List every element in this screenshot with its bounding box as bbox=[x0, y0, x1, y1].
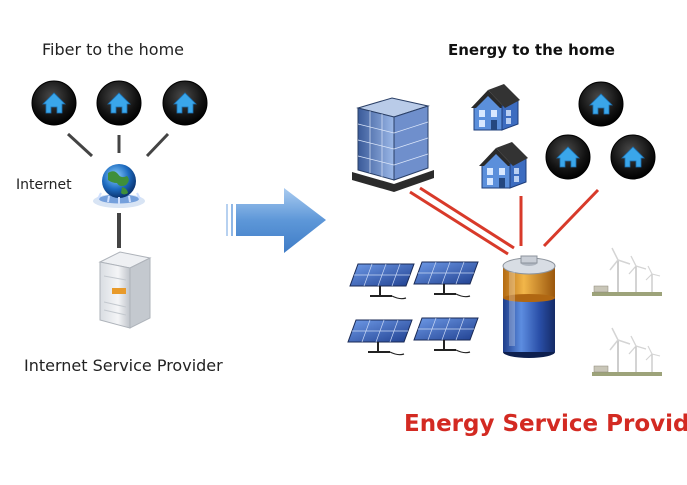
solar-panel-icon bbox=[349, 263, 415, 300]
home-icon bbox=[610, 134, 656, 180]
fiber-links bbox=[66, 132, 170, 158]
house-icon bbox=[478, 141, 529, 189]
house-icon bbox=[470, 83, 521, 131]
esp-label: Energy Service Provider bbox=[404, 411, 687, 437]
home-icon bbox=[162, 80, 208, 126]
internet-label: Internet bbox=[16, 177, 72, 193]
battery-icon bbox=[502, 255, 556, 358]
home-icon bbox=[96, 80, 142, 126]
energy-links bbox=[409, 186, 600, 256]
transition-arrow bbox=[226, 188, 326, 253]
energy-title: Energy to the home bbox=[448, 41, 615, 59]
isp-label: Internet Service Provider bbox=[24, 356, 223, 375]
fiber-homes bbox=[31, 80, 208, 126]
wind-turbine-icon bbox=[591, 247, 663, 297]
server-icon bbox=[98, 251, 152, 329]
solar-panel-icon bbox=[413, 261, 479, 298]
home-icon bbox=[545, 134, 591, 180]
wind-turbine-icon bbox=[591, 327, 663, 377]
home-icon bbox=[31, 80, 77, 126]
home-icon bbox=[578, 81, 624, 127]
fiber-title: Fiber to the home bbox=[42, 40, 184, 59]
office-building-icon bbox=[352, 97, 434, 192]
solar-panel-icon bbox=[413, 317, 479, 354]
solar-panel-icon bbox=[347, 319, 413, 356]
globe-icon bbox=[93, 164, 145, 208]
